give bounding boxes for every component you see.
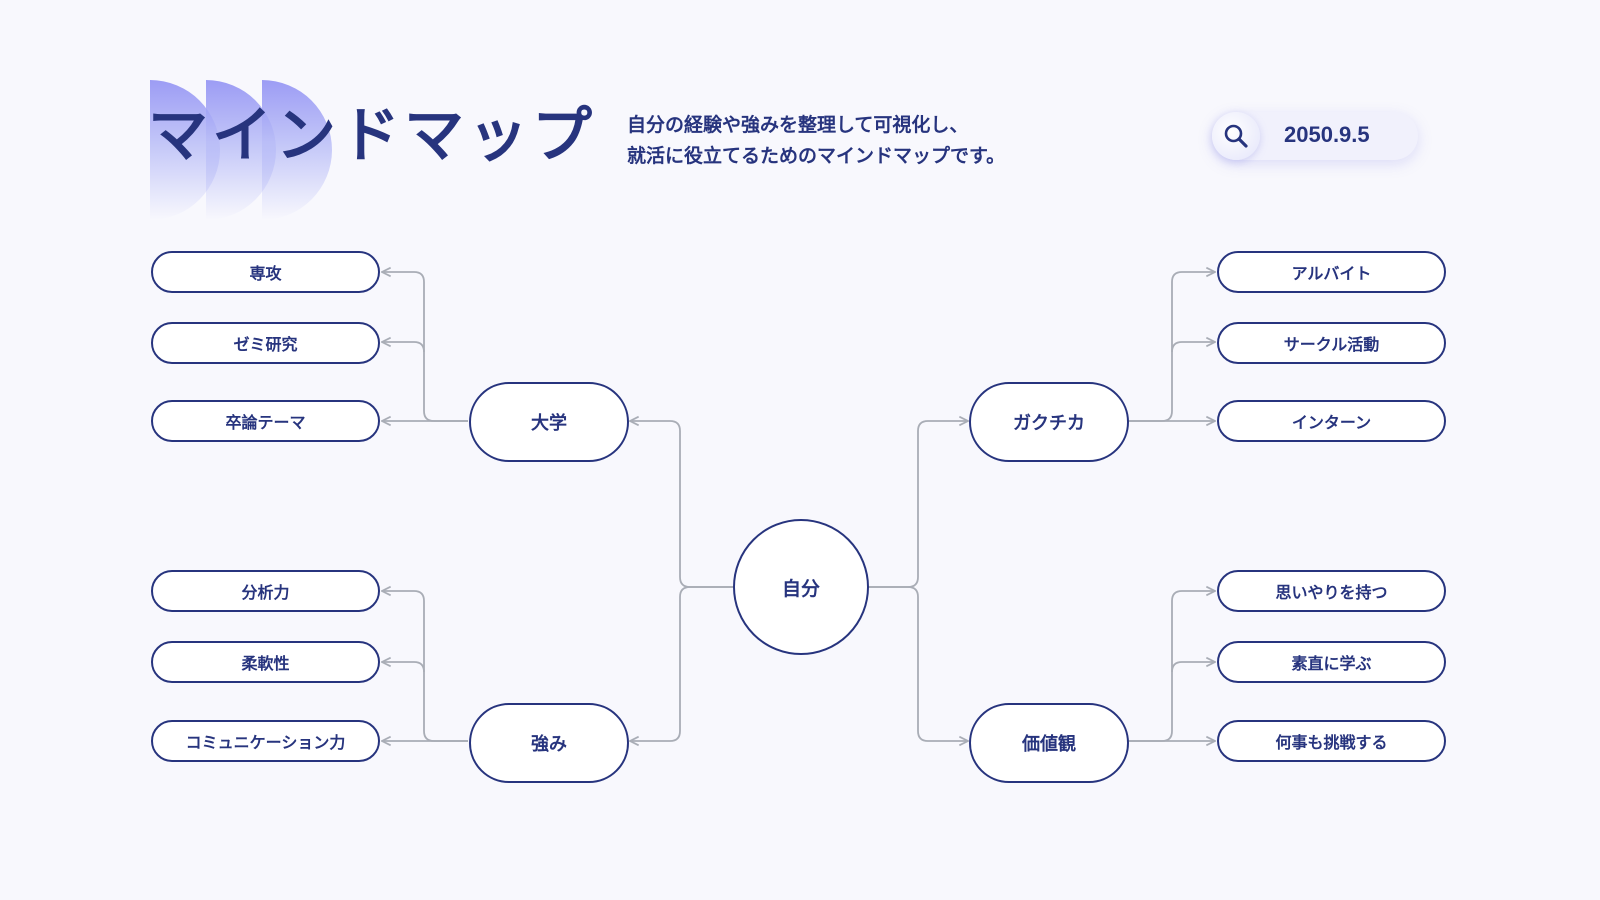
leaf-node[interactable]: サークル活動: [1217, 322, 1446, 364]
connector-center-strengths: [630, 586, 733, 741]
branch-node-university[interactable]: 大学: [469, 382, 629, 462]
leaf-node[interactable]: コミュニケーション力: [151, 720, 380, 762]
description-line-1: 自分の経験や強みを整理して可視化し、: [627, 114, 969, 136]
page-description: 自分の経験や強みを整理して可視化し、 就活に役立てるためのマインドマップです。: [627, 110, 1005, 172]
connector-center-gakuchika: [868, 421, 968, 588]
branch-node-strengths[interactable]: 強み: [469, 703, 629, 783]
date-value: 2050.9.5: [1284, 122, 1370, 147]
connector-university-leaf-2: [382, 342, 425, 353]
search-icon[interactable]: [1212, 112, 1260, 160]
leaf-node[interactable]: 思いやりを持つ: [1217, 570, 1446, 612]
connector-values-leaf-2: [1171, 662, 1215, 673]
leaf-node[interactable]: 卒論テーマ: [151, 400, 380, 442]
connector-strengths-leaf-2: [382, 662, 425, 673]
connector-center-university: [630, 421, 733, 588]
description-line-2: 就活に役立てるためのマインドマップです。: [627, 145, 1006, 167]
center-node[interactable]: 自分: [733, 519, 869, 655]
connector-gakuchika-leaf-2: [1171, 342, 1215, 353]
connector-gakuchika-leaf-1: [1128, 272, 1215, 422]
leaf-node[interactable]: 素直に学ぶ: [1217, 641, 1446, 683]
leaf-node[interactable]: 何事も挑戦する: [1217, 720, 1446, 762]
connector-university-leaf-1: [382, 272, 468, 422]
page-title: マインドマップ: [148, 101, 596, 171]
leaf-node[interactable]: 柔軟性: [151, 641, 380, 683]
leaf-node[interactable]: 専攻: [151, 251, 380, 293]
connector-values-leaf-1: [1128, 591, 1215, 742]
connector-strengths-leaf-1: [382, 591, 468, 742]
leaf-node[interactable]: 分析力: [151, 570, 380, 612]
leaf-node[interactable]: インターン: [1217, 400, 1446, 442]
branch-node-gakuchika[interactable]: ガクチカ: [969, 382, 1129, 462]
leaf-node[interactable]: アルバイト: [1217, 251, 1446, 293]
date-search-box[interactable]: 2050.9.5: [1212, 112, 1418, 160]
connector-center-values: [868, 586, 968, 741]
leaf-node[interactable]: ゼミ研究: [151, 322, 380, 364]
branch-node-values[interactable]: 価値観: [969, 703, 1129, 783]
